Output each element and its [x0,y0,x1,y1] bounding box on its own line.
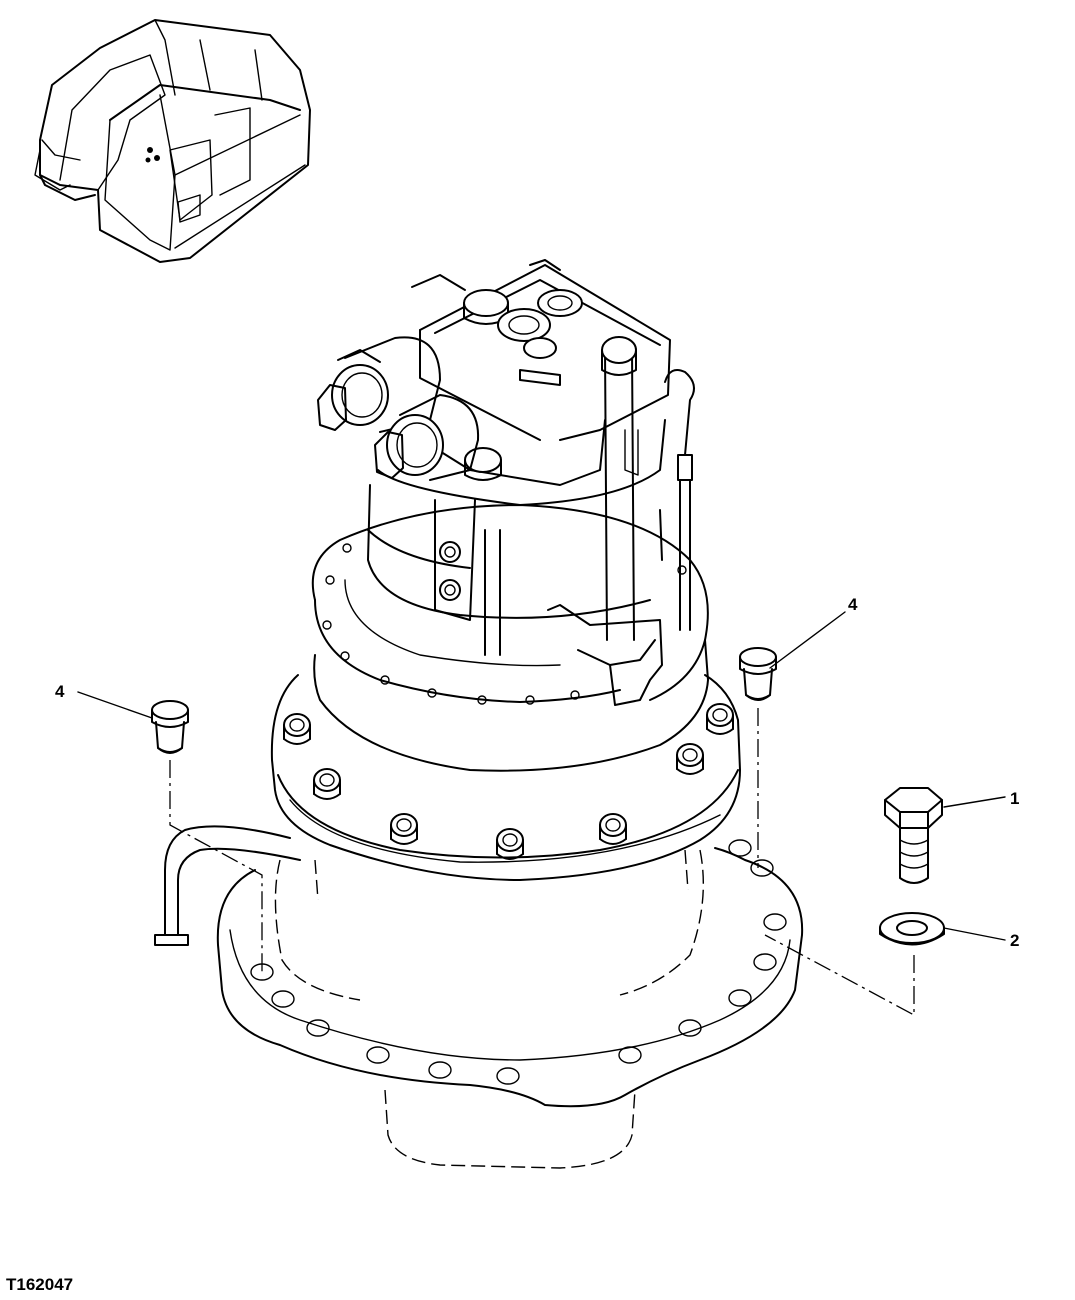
machine-locator-illustration [34,19,311,263]
washer [879,912,945,946]
dowel-pin-left [151,700,189,754]
dowel-pin-right [739,647,777,701]
swing-motor-assembly [154,259,804,1169]
upper-flange-holes [322,543,687,705]
cap-screw [884,787,943,884]
housing-socket-screws [283,703,734,860]
callout-label-4-right: 4 [848,595,858,614]
callout-label-1: 1 [1010,789,1019,808]
relief-valve-upper [317,336,441,433]
relief-valve-lower [374,394,480,481]
flange-bolt-holes [250,839,787,1085]
callout-leaders [77,611,1006,941]
callout-label-4-left: 4 [55,682,65,701]
callout-label-2: 2 [1010,931,1019,950]
figure-id: T162047 [6,1275,73,1294]
assembly-centerlines [169,708,915,1017]
